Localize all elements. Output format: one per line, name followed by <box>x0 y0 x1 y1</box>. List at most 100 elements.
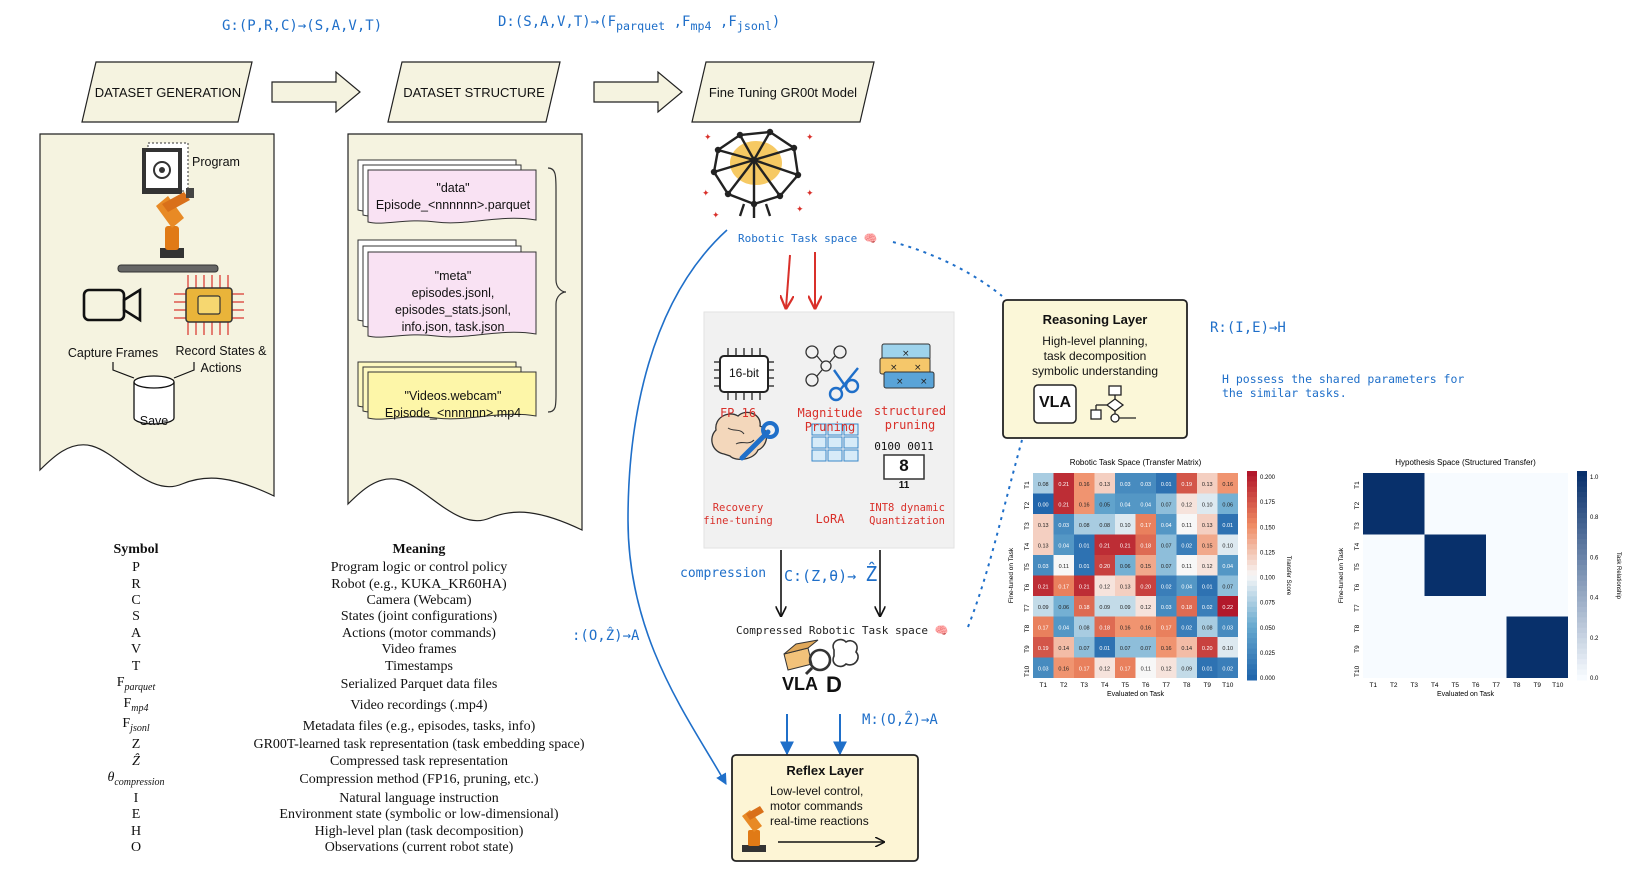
int8-box <box>883 454 925 480</box>
heatmap-cell <box>1074 473 1095 494</box>
heatmap-cell-value: 0.01 <box>1079 564 1090 570</box>
bits-label: 0100 0011 <box>874 440 934 453</box>
heatmap-cell <box>1404 534 1425 555</box>
heatmap-cell-value: 0.11 <box>1182 564 1192 570</box>
task-space-label: Robotic Task space 🧠 <box>738 232 878 245</box>
heatmap-y-tick: T8 <box>1024 624 1031 632</box>
heatmap-cell-value: 0.12 <box>1140 605 1151 611</box>
reflex-line2: motor commands <box>770 799 863 813</box>
heatmap-cell-value: 0.09 <box>1099 605 1110 611</box>
heatmap-cell <box>1115 637 1136 658</box>
colorbar-segment <box>1577 575 1587 582</box>
heatmap-cell-value: 0.19 <box>1038 646 1049 652</box>
heatmap-cell-value: 0.21 <box>1058 502 1069 508</box>
colorbar-tick: 0.075 <box>1260 601 1276 607</box>
heatmap-cell <box>1156 555 1177 576</box>
heatmap-x-tick: T10 <box>1222 682 1234 689</box>
heatmap-cell <box>1115 596 1136 617</box>
reasoning-vla-icon <box>1033 384 1077 424</box>
heatmap-cell <box>1217 616 1238 637</box>
heatmap-cell-value: 0.10 <box>1222 646 1233 652</box>
program-icon <box>142 142 189 194</box>
heatmap-cell-value: 0.11 <box>1141 666 1151 672</box>
heatmap-cell <box>1424 657 1445 678</box>
heatmap-cell-value: 0.03 <box>1161 605 1172 611</box>
heatmap-cell-value: 0.03 <box>1038 666 1049 672</box>
heatmap-cell <box>1506 657 1527 678</box>
capture-frames-label: Capture Frames <box>67 346 159 360</box>
heatmap-cell-value: 0.01 <box>1202 666 1213 672</box>
reflex-layer-box <box>731 754 919 862</box>
svg-text:×: × <box>902 349 910 359</box>
colorbar-segment <box>1577 559 1587 566</box>
heatmap-cell <box>1465 534 1486 555</box>
meaning-cell: States (joint configurations) <box>340 609 498 625</box>
doc-video-text: "Videos.webcam" Episode_<nnnnnn>.mp4 <box>370 388 536 422</box>
heatmap-cell <box>1176 596 1197 617</box>
heatmap-cell-value: 0.05 <box>1099 502 1110 508</box>
heatmap-xlabel: Evaluated on Task <box>1437 691 1495 698</box>
heatmap-x-tick: T5 <box>1451 682 1459 689</box>
heatmap-cell <box>1176 473 1197 494</box>
heatmap-cell <box>1074 514 1095 535</box>
heatmap-cell-value: 0.00 <box>1038 502 1049 508</box>
meaning-header: Meaning <box>392 542 446 557</box>
heatmap-cell <box>1053 514 1074 535</box>
heatmap-cell <box>1135 555 1156 576</box>
formula-compression-hat: Ẑ <box>865 562 878 586</box>
colorbar-segment <box>1247 554 1257 561</box>
heatmap-cell <box>1506 555 1527 576</box>
heatmap-cell-value: 0.02 <box>1181 543 1192 549</box>
heatmap-cell-value: 0.07 <box>1140 646 1151 652</box>
heatmap-cell <box>1547 555 1568 576</box>
heatmap-cell <box>1053 575 1074 596</box>
heatmap-x-tick: T7 <box>1162 682 1170 689</box>
heatmap-cell-value: 0.03 <box>1058 523 1069 529</box>
colorbar-tick: 0.100 <box>1260 576 1276 582</box>
heatmap-cell <box>1506 493 1527 514</box>
vla-d-glyph: D <box>826 672 842 697</box>
symbol-letter: F <box>123 695 132 711</box>
eleven-label: 11 <box>898 480 910 491</box>
recovery-brain-wrench-icon <box>711 411 779 461</box>
heatmap-cell <box>1383 514 1404 535</box>
structured-line1: structured <box>873 404 947 418</box>
heatmap-cell <box>1197 657 1218 678</box>
heatmap-y-tick: T10 <box>1024 665 1031 677</box>
lora-grid-icon <box>811 423 859 462</box>
heatmap-cell <box>1363 534 1384 555</box>
heatmap-cell-value: 0.20 <box>1099 564 1110 570</box>
robot-arm-icon <box>117 188 219 273</box>
heatmap-cell-value: 0.08 <box>1202 625 1213 631</box>
colorbar-segment <box>1247 596 1257 603</box>
heatmap-cell-value: 0.14 <box>1058 646 1069 652</box>
heatmap-cell <box>1197 596 1218 617</box>
heatmap-cell <box>1383 637 1404 658</box>
heatmap-cell <box>1074 616 1095 637</box>
heatmap-cell <box>1363 596 1384 617</box>
heatmap-xlabel: Evaluated on Task <box>1107 691 1165 698</box>
heatmap-cell-value: 0.12 <box>1181 502 1192 508</box>
symbol-cell: O <box>92 840 180 856</box>
heatmap-cell <box>1383 555 1404 576</box>
heatmap-cell <box>1445 493 1466 514</box>
heatmap-cell-value: 0.16 <box>1161 646 1172 652</box>
heatmap-cell <box>1527 555 1548 576</box>
heatmap-cell <box>1176 657 1197 678</box>
colorbar-segment <box>1247 612 1257 618</box>
heatmap-cell-value: 0.02 <box>1202 605 1213 611</box>
colorbar-tick: 0.4 <box>1590 596 1599 602</box>
eight-label: 8 <box>899 456 909 475</box>
heatmap-x-tick: T9 <box>1203 682 1211 689</box>
heatmap-cell <box>1074 555 1095 576</box>
symbol-cell: Fparquet <box>92 675 180 696</box>
colorbar-segment <box>1577 674 1587 681</box>
heatmap-cell-value: 0.08 <box>1079 523 1090 529</box>
colorbar-label: Task Relationship <box>1615 552 1621 600</box>
meaning-cell: Metadata files (e.g., episodes, tasks, i… <box>302 718 536 734</box>
colorbar-segment <box>1247 476 1257 482</box>
bit16-label: 16-bit <box>728 366 760 380</box>
